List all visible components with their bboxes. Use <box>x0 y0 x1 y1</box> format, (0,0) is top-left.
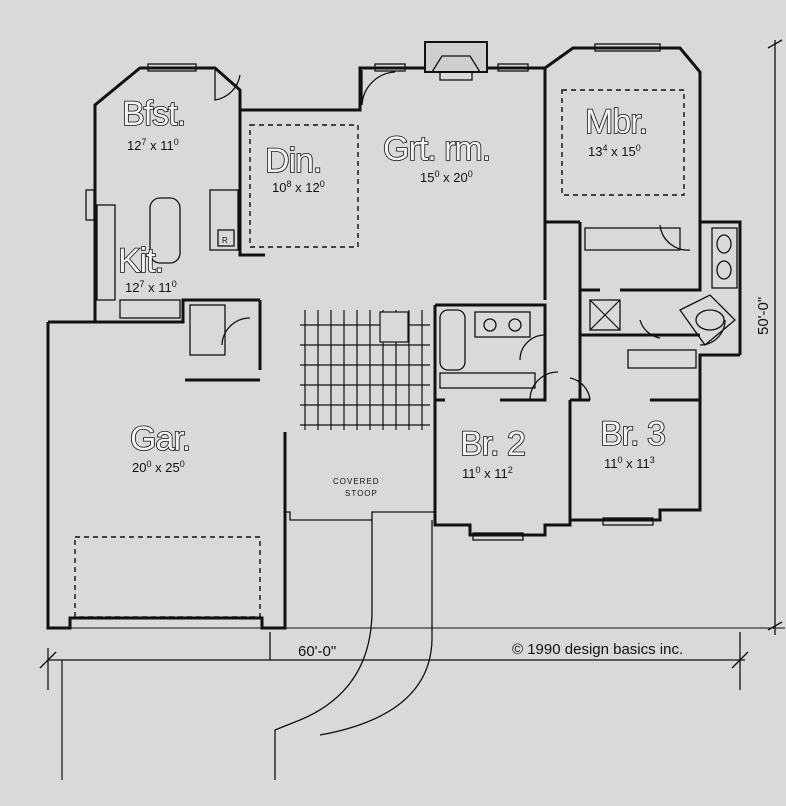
room-br3-name: Br. 3 <box>600 415 665 453</box>
room-din: Din. 108 x 120 <box>264 141 325 195</box>
staircase <box>300 310 430 430</box>
depth-dimension: 50'-0" <box>755 297 772 335</box>
front-walk <box>269 520 433 780</box>
covered-stoop-label: COVERED STOOP <box>333 477 380 498</box>
range-label: R <box>222 236 229 245</box>
room-kit-name: Kit. <box>118 242 163 280</box>
room-bfst: Bfst. 127 x 110 <box>121 94 187 153</box>
svg-text:110 x 112: 110 x 112 <box>462 465 513 481</box>
room-din-name: Din. <box>265 142 321 180</box>
doors <box>214 70 726 401</box>
svg-text:127 x 110: 127 x 110 <box>127 137 179 153</box>
room-gar: Gar. 200 x 250 <box>129 419 192 475</box>
room-grt: Grt. rm. 150 x 200 <box>382 129 492 185</box>
dimension-width: 60'-0" <box>39 632 749 780</box>
ceiling-outlines <box>74 89 685 618</box>
svg-text:134 x 150: 134 x 150 <box>588 143 641 159</box>
room-kit: Kit. 127 x 110 <box>117 241 177 295</box>
room-mbr-name: Mbr. <box>585 103 647 141</box>
svg-text:110 x 113: 110 x 113 <box>604 455 655 471</box>
master-bath <box>584 227 738 369</box>
room-mbr: Mbr. 134 x 150 <box>584 102 649 159</box>
dimension-depth: 50'-0" <box>48 39 785 635</box>
room-br2-name: Br. 2 <box>460 425 525 463</box>
room-br3: Br. 3 110 x 113 <box>599 414 667 471</box>
svg-text:COVERED: COVERED <box>333 477 380 486</box>
copyright-text: © 1990 design basics inc. <box>512 641 683 658</box>
fireplace <box>424 41 488 81</box>
svg-text:STOOP: STOOP <box>345 489 378 498</box>
hall-bath <box>439 309 536 389</box>
width-dimension: 60'-0" <box>298 643 336 660</box>
room-bfst-name: Bfst. <box>122 95 185 133</box>
room-gar-name: Gar. <box>130 420 190 458</box>
svg-text:108 x 120: 108 x 120 <box>272 179 325 195</box>
svg-text:200 x 250: 200 x 250 <box>132 459 185 475</box>
svg-text:127 x 110: 127 x 110 <box>125 279 177 295</box>
svg-text:150 x 200: 150 x 200 <box>420 169 473 185</box>
kitchen-cabinets: R <box>96 189 239 356</box>
windows <box>85 43 661 541</box>
room-br2: Br. 2 110 x 112 <box>459 424 527 481</box>
room-grt-name: Grt. rm. <box>383 130 490 168</box>
